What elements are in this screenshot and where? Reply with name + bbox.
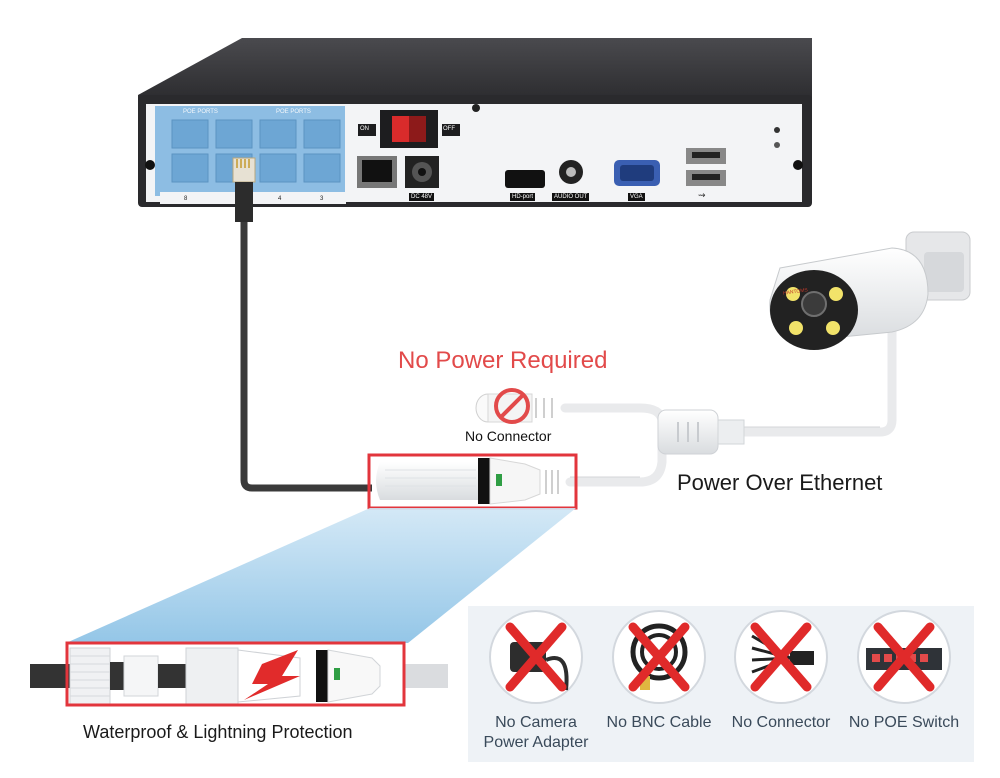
no-item-caption-4: No POE Switch bbox=[848, 714, 960, 731]
nvr-recorder bbox=[138, 38, 812, 207]
power-on-label: ON bbox=[360, 126, 369, 132]
highlight-box-bottom bbox=[65, 641, 406, 707]
vga-label: VGA bbox=[628, 193, 645, 201]
no-item-caption-1: No Camera Power Adapter bbox=[483, 714, 589, 751]
no-power-title: No Power Required bbox=[398, 347, 608, 374]
no-connector-caption: No Connector bbox=[465, 428, 552, 444]
zoom-beam bbox=[66, 508, 576, 643]
poe-ports-header-left: POE PORTS bbox=[183, 109, 218, 115]
usb-label: ⇝ bbox=[698, 190, 706, 200]
zoomed-connector bbox=[30, 647, 448, 705]
no-item-caption-3: No Connector bbox=[731, 714, 831, 731]
waterproof-label: Waterproof & Lightning Protection bbox=[83, 722, 353, 742]
power-adapter-icon bbox=[489, 610, 583, 704]
port-number-4: 4 bbox=[278, 196, 282, 202]
splitter-icon bbox=[734, 610, 828, 704]
hd-port-label: HD-port bbox=[510, 193, 536, 201]
port-number-8: 8 bbox=[184, 196, 188, 202]
ethernet-cable bbox=[232, 157, 372, 492]
no-sign-icon bbox=[494, 388, 530, 424]
dc-connector bbox=[475, 388, 553, 424]
audio-out-label: AUDIO OUT bbox=[552, 193, 590, 201]
waterproof-connector bbox=[376, 457, 559, 505]
power-off-label: OFF bbox=[443, 126, 455, 132]
no-item-caption-2: No BNC Cable bbox=[606, 714, 712, 731]
bnc-cable-icon bbox=[612, 610, 706, 704]
dc-label: DC 48V bbox=[409, 193, 435, 201]
port-number-3: 3 bbox=[320, 196, 324, 202]
poe-label: Power Over Ethernet bbox=[677, 470, 883, 495]
lightning-icon bbox=[244, 650, 300, 700]
poe-ports-header-right: POE PORTS bbox=[276, 109, 311, 115]
poe-switch-icon bbox=[857, 610, 951, 704]
bullet-camera bbox=[769, 231, 971, 350]
hd-port[interactable] bbox=[505, 170, 545, 188]
splitter-box bbox=[657, 409, 745, 455]
